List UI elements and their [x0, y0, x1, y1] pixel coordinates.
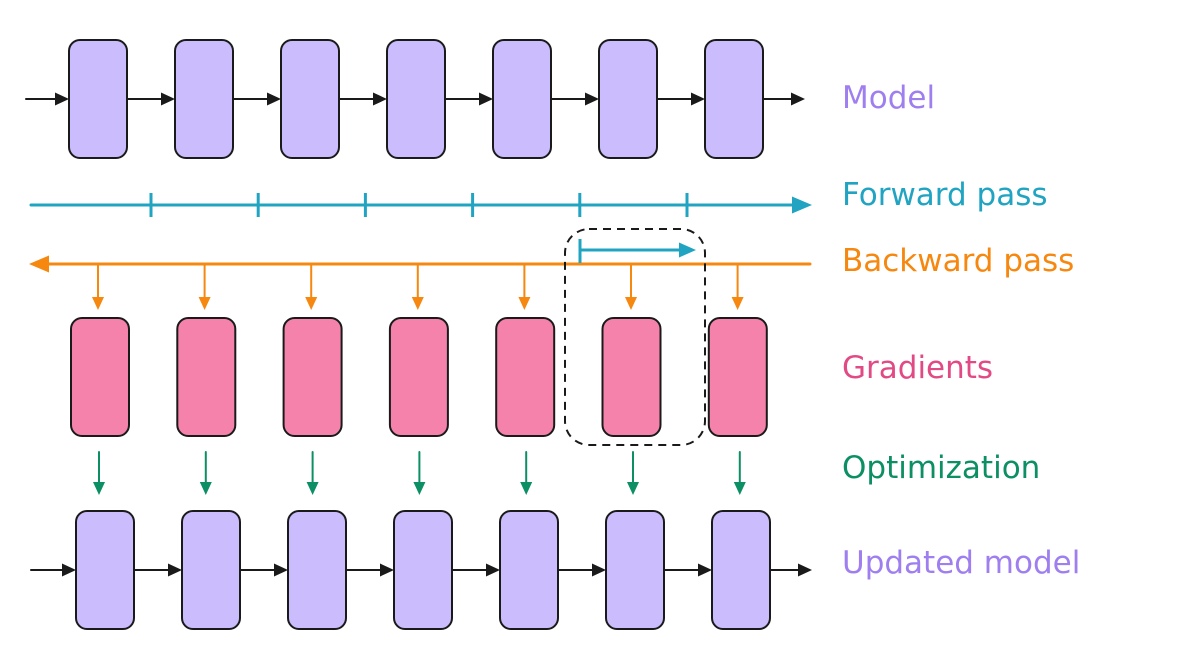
updated-layer-block: [499, 510, 559, 630]
model-layer-block: [598, 39, 658, 159]
model-connector-arrow: [656, 92, 705, 106]
highlight-forward-arrow: [578, 242, 696, 258]
forward-pass-arrow: [29, 196, 812, 214]
updated-layer-block: [393, 510, 453, 630]
model-connector-arrow: [126, 92, 175, 106]
updated-connector-arrow: [663, 563, 712, 577]
model-layer-block: [68, 39, 128, 159]
backward-gradient-arrow: [305, 263, 318, 310]
updated-model-label: Updated model: [842, 545, 1081, 581]
highlight-dashed-box: [564, 228, 706, 446]
backward-gradient-arrow: [625, 263, 637, 310]
updated-layer-block: [711, 510, 771, 630]
updated-layer-block: [181, 510, 241, 630]
updated-layer-block: [605, 510, 665, 630]
updated-connector-arrow: [557, 563, 606, 577]
optimization-arrow: [413, 451, 426, 495]
gradient-block: [707, 317, 768, 437]
model-connector-arrow: [338, 92, 387, 106]
forward-pass-label: Forward pass: [842, 177, 1048, 213]
gradient-block: [388, 317, 449, 437]
updated-layer-block: [75, 510, 135, 630]
model-layer-block: [386, 39, 446, 159]
model-layer-block: [492, 39, 552, 159]
optimization-arrow: [93, 451, 105, 495]
model-connector-arrow: [550, 92, 599, 106]
gradient-block: [176, 317, 237, 437]
optimization-arrow: [627, 451, 639, 495]
model-layer-block: [280, 39, 340, 159]
updated-connector-arrow: [239, 563, 288, 577]
backward-gradient-arrow: [731, 263, 744, 310]
model-layer-block: [174, 39, 234, 159]
backward-gradient-arrow: [92, 263, 104, 310]
updated-output-arrow: [769, 563, 812, 577]
gradient-block: [601, 317, 662, 437]
gradient-block: [495, 317, 556, 437]
model-layer-block: [704, 39, 764, 159]
updated-connector-arrow: [345, 563, 394, 577]
optimization-arrow: [520, 451, 533, 495]
backward-gradient-arrow: [411, 263, 424, 310]
backward-gradient-arrow: [518, 263, 531, 310]
optimization-arrow: [199, 451, 212, 495]
optimization-label: Optimization: [842, 450, 1041, 486]
updated-connector-arrow: [133, 563, 182, 577]
model-connector-arrow: [232, 92, 281, 106]
model-output-arrow: [762, 92, 805, 106]
gradient-block: [70, 317, 130, 437]
updated-input-arrow: [30, 563, 76, 577]
updated-connector-arrow: [451, 563, 500, 577]
backward-gradient-arrow: [198, 263, 211, 310]
updated-layer-block: [287, 510, 347, 630]
optimization-arrow: [306, 451, 319, 495]
gradients-label: Gradients: [842, 350, 994, 386]
model-label: Model: [842, 80, 936, 116]
model-input-arrow: [25, 92, 69, 106]
backward-pass-label: Backward pass: [842, 243, 1075, 279]
gradient-block: [282, 317, 343, 437]
backward-pass-arrow: [29, 255, 812, 273]
optimization-arrow: [733, 451, 746, 495]
model-connector-arrow: [444, 92, 493, 106]
